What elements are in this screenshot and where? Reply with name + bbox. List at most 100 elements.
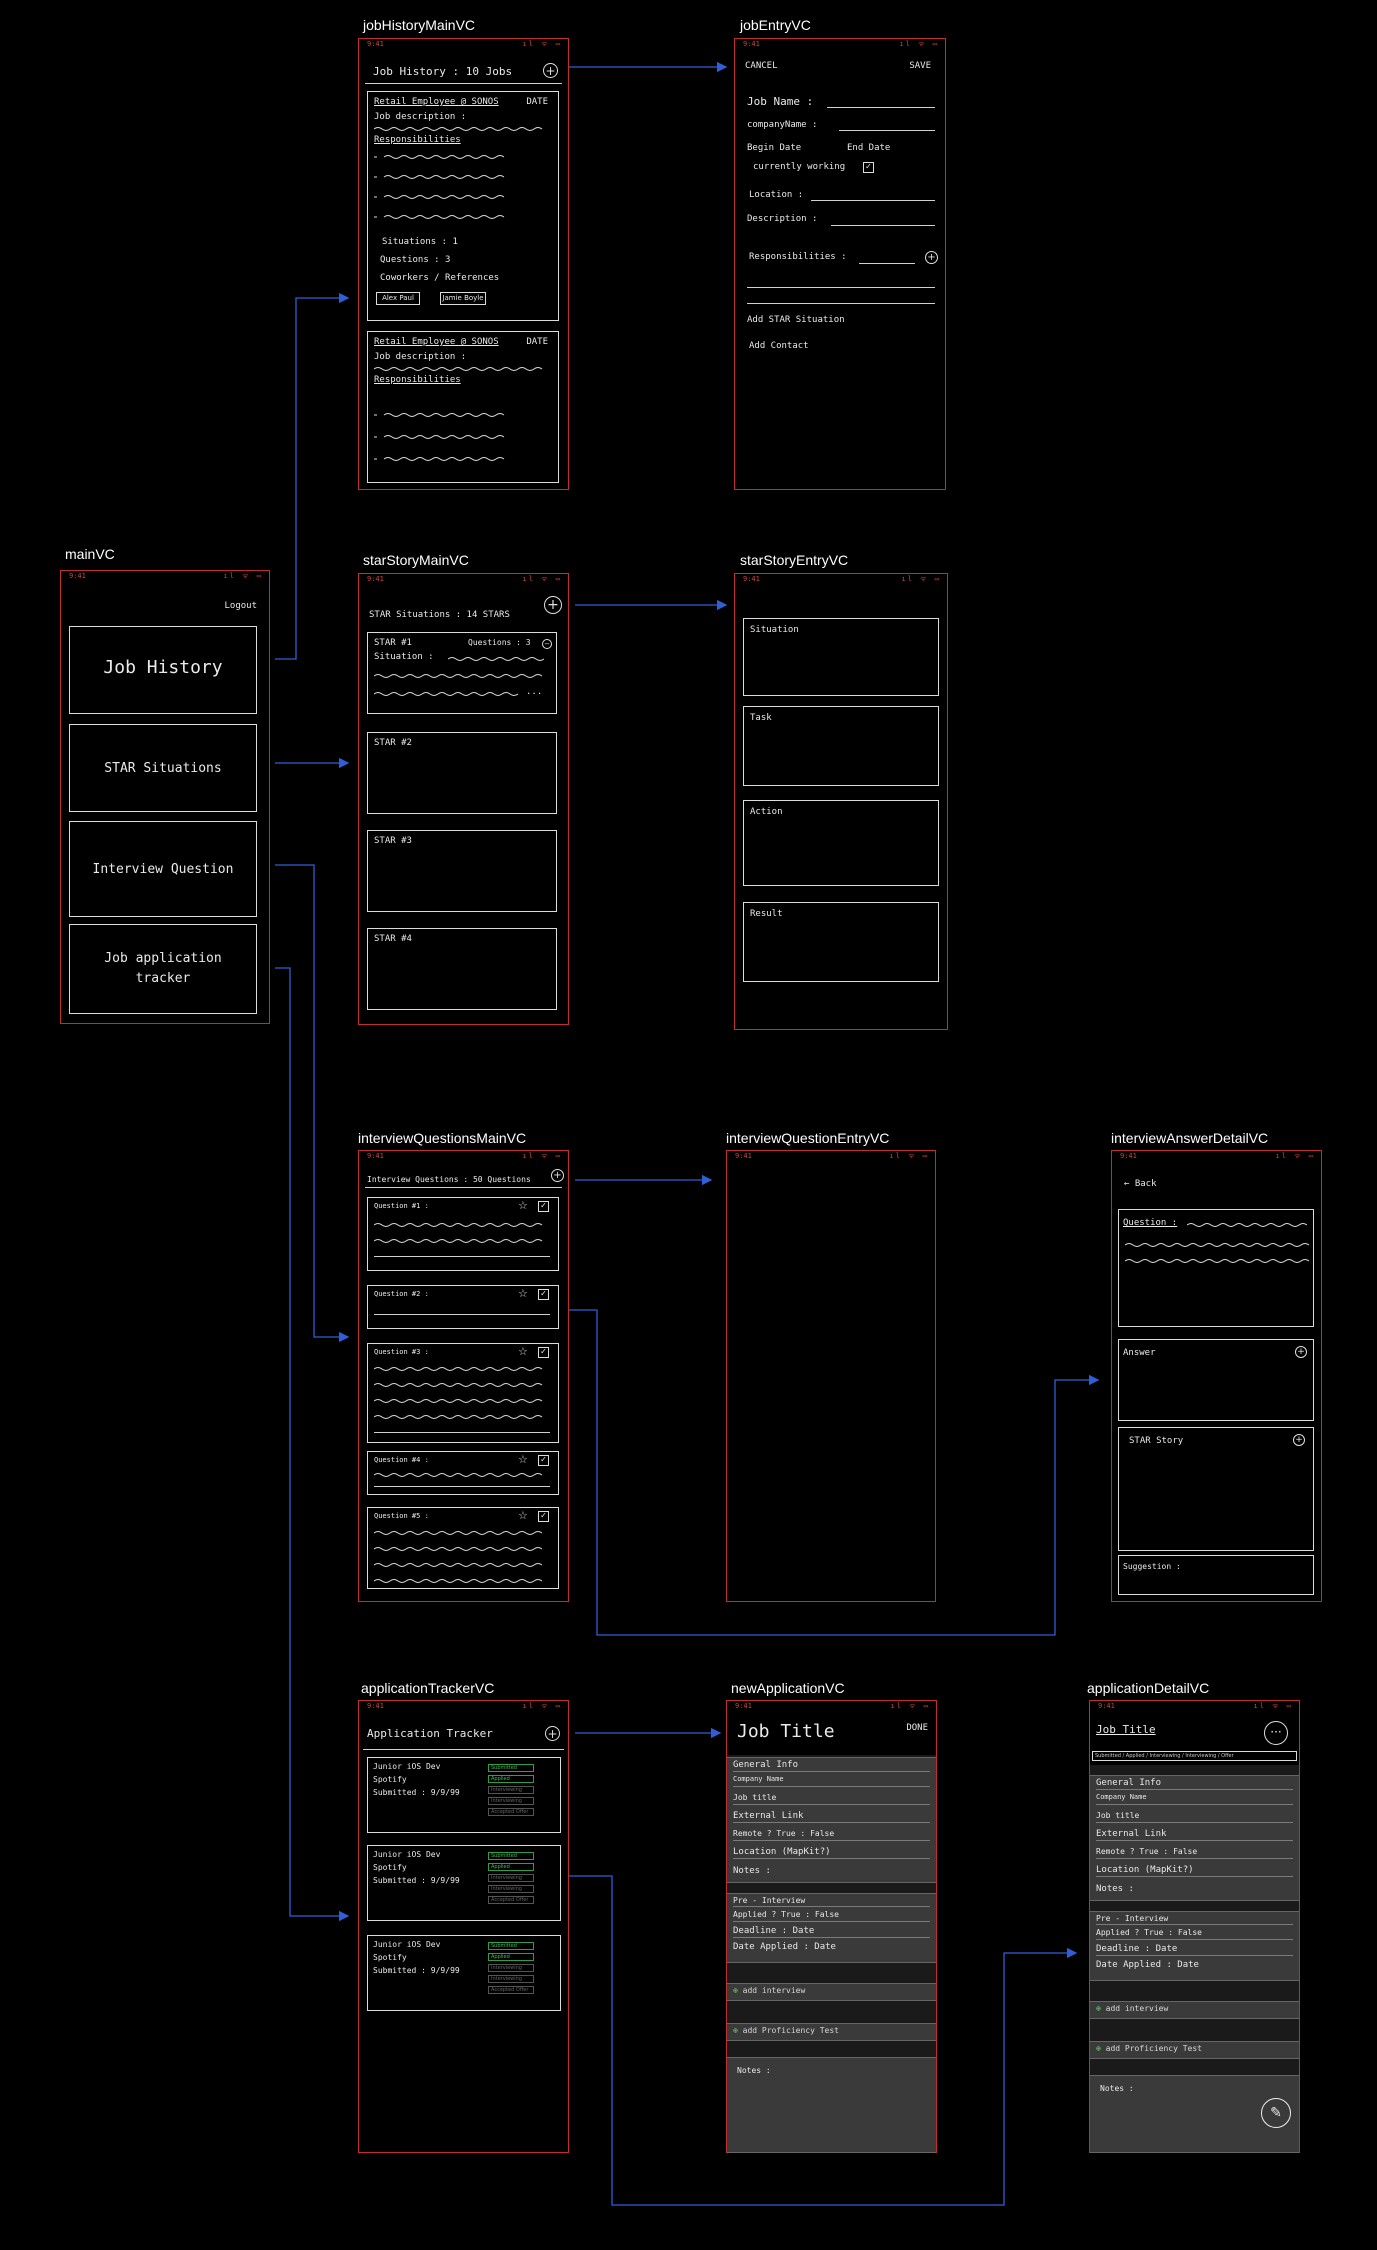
job-title-field[interactable]: Job title [733,1793,930,1805]
label-interviewAnswerDetailVC: interviewAnswerDetailVC [1111,1130,1269,1146]
remote-toggle[interactable]: Remote ? True : False [1096,1847,1293,1859]
add-star-story-button[interactable]: + [1293,1434,1305,1446]
location-field[interactable]: Location (MapKit?) [1096,1865,1293,1877]
add-interview-button[interactable]: ⊕ add interview [727,1983,936,2001]
add-interview-button[interactable]: ⊕ add interview [1090,2001,1299,2019]
external-link-field[interactable]: External Link [1096,1829,1293,1841]
add-job-button[interactable]: + [543,63,558,78]
end-date-label[interactable]: End Date [847,143,891,153]
checkbox-icon[interactable]: ✓ [538,1289,549,1300]
done-button[interactable]: DONE [906,1723,928,1733]
minus-icon[interactable]: − [542,639,552,649]
notes-label: Notes : [737,2066,771,2075]
date-applied-field[interactable]: Date Applied : Date [733,1942,836,1952]
cancel-button[interactable]: CANCEL [745,61,778,71]
result-field[interactable]: Result [743,902,939,982]
question-card[interactable]: Question #2 : ☆ ✓ [367,1285,559,1329]
add-test-label: add Proficiency Test [1105,2044,1202,2053]
application-entry[interactable]: Junior iOS Dev Spotify Submitted : 9/9/9… [367,1757,561,1833]
star-card[interactable]: STAR #2 [367,732,557,814]
add-contact-button[interactable]: Add Contact [749,341,809,351]
question-label: Question #1 : [374,1202,429,1210]
description-field[interactable] [831,225,935,226]
star-icon[interactable]: ☆ [518,1345,528,1358]
responsibilities-field[interactable] [859,263,915,264]
star-icon[interactable]: ☆ [518,1453,528,1466]
job-title-field[interactable]: Job title [1096,1811,1293,1823]
question-card[interactable]: Question #3 : ☆ ✓ [367,1343,559,1443]
add-star-button[interactable]: + [544,596,562,614]
responsibilities-label: Responsibilities : [749,252,847,262]
situation-field[interactable]: Situation [743,618,939,696]
interview-question-button[interactable]: Interview Question [69,821,257,917]
star-icon[interactable]: ☆ [518,1199,528,1212]
question-card[interactable]: Question #4 : ☆ ✓ [367,1451,559,1495]
add-proficiency-test-button[interactable]: ⊕ add Proficiency Test [727,2023,936,2041]
action-field[interactable]: Action [743,800,939,886]
job-card[interactable]: Retail Employee @ SONOS DATE Job descrip… [367,91,559,321]
checkbox-icon[interactable]: ✓ [538,1511,549,1522]
question-field[interactable]: Question : [1118,1209,1314,1327]
more-options-button[interactable]: ··· [1264,1721,1288,1745]
add-proficiency-test-button[interactable]: ⊕ add Proficiency Test [1090,2041,1299,2059]
star-icon[interactable]: ☆ [518,1509,528,1522]
add-responsibility-button[interactable]: + [925,251,938,264]
external-link-field[interactable]: External Link [733,1811,930,1823]
begin-date-label[interactable]: Begin Date [747,143,802,153]
location-field[interactable] [811,200,935,201]
status-tabs[interactable]: Submitted / Applied / Interviewing / Int… [1092,1751,1297,1761]
logout-button[interactable]: Logout [224,601,257,611]
star-icon[interactable]: ☆ [518,1287,528,1300]
add-star-situation-button[interactable]: Add STAR Situation [747,315,845,325]
star-card[interactable]: STAR #1 Questions : 3 − Situation : ... [367,632,557,714]
checkbox-icon[interactable]: ✓ [538,1201,549,1212]
add-question-button[interactable]: + [551,1169,564,1182]
suggestion-field[interactable]: Suggestion : [1118,1555,1314,1595]
location-field[interactable]: Location (MapKit?) [733,1847,930,1859]
star-situations-button[interactable]: STAR Situations [69,724,257,812]
application-entry[interactable]: Junior iOS Dev Spotify Submitted : 9/9/9… [367,1845,561,1921]
notes-field[interactable]: Notes : [733,1866,771,1876]
save-button[interactable]: SAVE [909,61,931,71]
add-answer-button[interactable]: + [1295,1346,1307,1358]
company-name: Spotify [373,1863,407,1872]
job-application-label: Job application [104,951,222,966]
job-name-field[interactable] [827,107,935,108]
reference-chip[interactable]: Jamie Boyle [440,292,486,305]
notes-field[interactable]: Notes : [1096,1884,1134,1894]
general-info-section: General Info Company Name Job title Exte… [727,1757,936,1883]
deadline-field[interactable]: Deadline : Date [733,1926,930,1938]
job-card[interactable]: Retail Employee @ SONOS DATE Job descrip… [367,331,559,483]
reference-chip[interactable]: Alex Paul [376,292,420,305]
job-history-button[interactable]: Job History [69,626,257,714]
currently-working-checkbox[interactable]: ✓ [863,162,874,173]
notes-section[interactable]: Notes : [727,2057,936,2153]
star-card[interactable]: STAR #3 [367,830,557,912]
company-name-field[interactable]: Company Name [733,1775,930,1787]
checkbox-icon[interactable]: ✓ [538,1347,549,1358]
notes-section[interactable]: Notes : ✎ [1090,2075,1299,2153]
applied-toggle[interactable]: Applied ? True : False [733,1910,930,1922]
task-field[interactable]: Task [743,706,939,786]
star-story-field[interactable]: STAR Story + [1118,1427,1314,1551]
remote-toggle[interactable]: Remote ? True : False [733,1829,930,1841]
task-label: Task [750,713,772,723]
checkbox-icon[interactable]: ✓ [538,1455,549,1466]
answer-field[interactable]: Answer + [1118,1339,1314,1421]
application-entry[interactable]: Junior iOS Dev Spotify Submitted : 9/9/9… [367,1935,561,2011]
add-application-button[interactable]: + [545,1726,560,1741]
job-application-tracker-button[interactable]: Job application tracker [69,924,257,1014]
question-card[interactable]: Question #5 : ☆ ✓ [367,1507,559,1589]
star-card[interactable]: STAR #4 [367,928,557,1010]
back-button[interactable]: ← Back [1124,1179,1157,1189]
date-applied-field[interactable]: Date Applied : Date [1096,1960,1199,1970]
applied-toggle[interactable]: Applied ? True : False [1096,1928,1293,1940]
pencil-icon[interactable]: ✎ [1261,2098,1291,2128]
company-name-field[interactable] [839,130,935,131]
deadline-field[interactable]: Deadline : Date [1096,1944,1293,1956]
question-card[interactable]: Question #1 : ☆ ✓ [367,1197,559,1271]
company-name-field[interactable]: Company Name [1096,1793,1293,1805]
